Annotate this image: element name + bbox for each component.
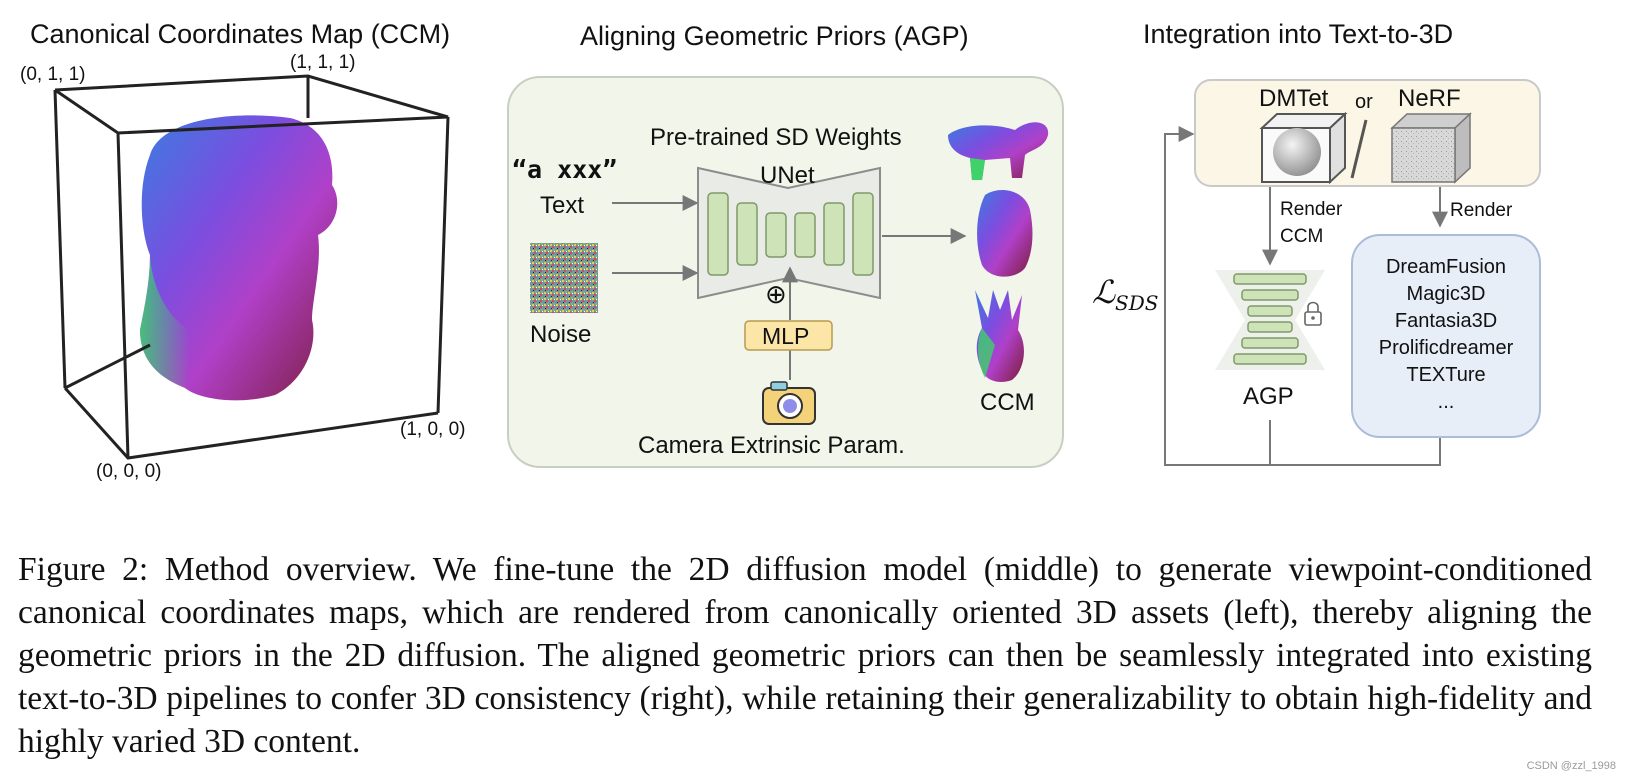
corner-label-000: (0, 0, 0): [96, 461, 161, 482]
render-ccm-label-line2: CCM: [1280, 226, 1323, 247]
method-item: DreamFusion: [1386, 256, 1506, 278]
text-prompt: “a xxx”: [512, 155, 617, 184]
unet-layers: [707, 192, 874, 276]
agp-model-layers: [1233, 273, 1307, 365]
camera-label: Camera Extrinsic Param.: [638, 432, 905, 459]
corner-label-111: (1, 1, 1): [290, 52, 355, 73]
or-divider: [1350, 119, 1368, 179]
noise-label: Noise: [530, 321, 591, 348]
integration-arrows: [1164, 126, 1448, 466]
methods-list: DreamFusion Magic3D Fantasia3D Prolificd…: [1379, 256, 1514, 413]
dmtet-label: DMTet: [1259, 85, 1329, 112]
method-item: ...: [1438, 391, 1455, 413]
method-item: Magic3D: [1407, 283, 1486, 305]
sds-loss-label: ℒSDS: [1092, 273, 1158, 315]
method-figure: Canonical Coordinates Map (CCM) (0, 1, 1…: [20, 19, 1541, 482]
corner-label-100: (1, 0, 0): [400, 419, 465, 440]
unet-label: UNet: [760, 162, 815, 189]
weights-label: Pre-trained SD Weights: [650, 124, 902, 151]
method-item: Fantasia3D: [1395, 310, 1497, 332]
ccm-head-render: [140, 115, 338, 401]
method-item: TEXTure: [1406, 364, 1485, 386]
noise-image: [530, 243, 598, 313]
ccm-panel-title: Canonical Coordinates Map (CCM): [30, 19, 450, 49]
or-label: or: [1355, 91, 1373, 113]
nerf-label: NeRF: [1398, 85, 1461, 112]
integration-panel: Integration into Text-to-3D DMTet or NeR…: [1092, 19, 1541, 466]
ccm-cube-wireframe: [53, 74, 450, 460]
agp-model-label: AGP: [1243, 383, 1294, 410]
agp-panel-title: Aligning Geometric Priors (AGP): [580, 21, 969, 51]
text-input-label: Text: [540, 192, 584, 219]
methods-box: [1351, 234, 1541, 438]
ccm-output-label: CCM: [980, 389, 1035, 416]
mlp-label: MLP: [762, 323, 809, 349]
ccm-output-figure: [975, 290, 1024, 382]
render-label: Render: [1450, 200, 1513, 221]
agp-panel: Aligning Geometric Priors (AGP) Pre-trai…: [507, 21, 1064, 468]
render-ccm-label-line1: Render: [1280, 199, 1343, 220]
add-symbol: ⊕: [765, 279, 787, 309]
nerf-cube-icon: [1390, 112, 1472, 184]
mlp-block: [744, 320, 833, 351]
camera-icon: [762, 381, 816, 425]
figure-caption: Figure 2: Method overview. We fine-tune …: [18, 551, 1592, 760]
ccm-output-head: [977, 190, 1033, 277]
ccm-output-dog: [948, 122, 1049, 180]
integration-panel-title: Integration into Text-to-3D: [1143, 19, 1453, 49]
ccm-panel: Canonical Coordinates Map (CCM) (0, 1, 1…: [20, 19, 465, 482]
agp-arrows: [612, 195, 967, 380]
method-item: Prolificdreamer: [1379, 337, 1514, 359]
dmtet-cube-icon: [1259, 111, 1348, 185]
lock-icon: [1304, 301, 1322, 326]
watermark: CSDN @zzl_1998: [1526, 760, 1616, 772]
corner-label-011: (0, 1, 1): [20, 64, 85, 85]
figure-canvas: Canonical Coordinates Map (CCM) (0, 1, 1…: [20, 19, 1541, 482]
